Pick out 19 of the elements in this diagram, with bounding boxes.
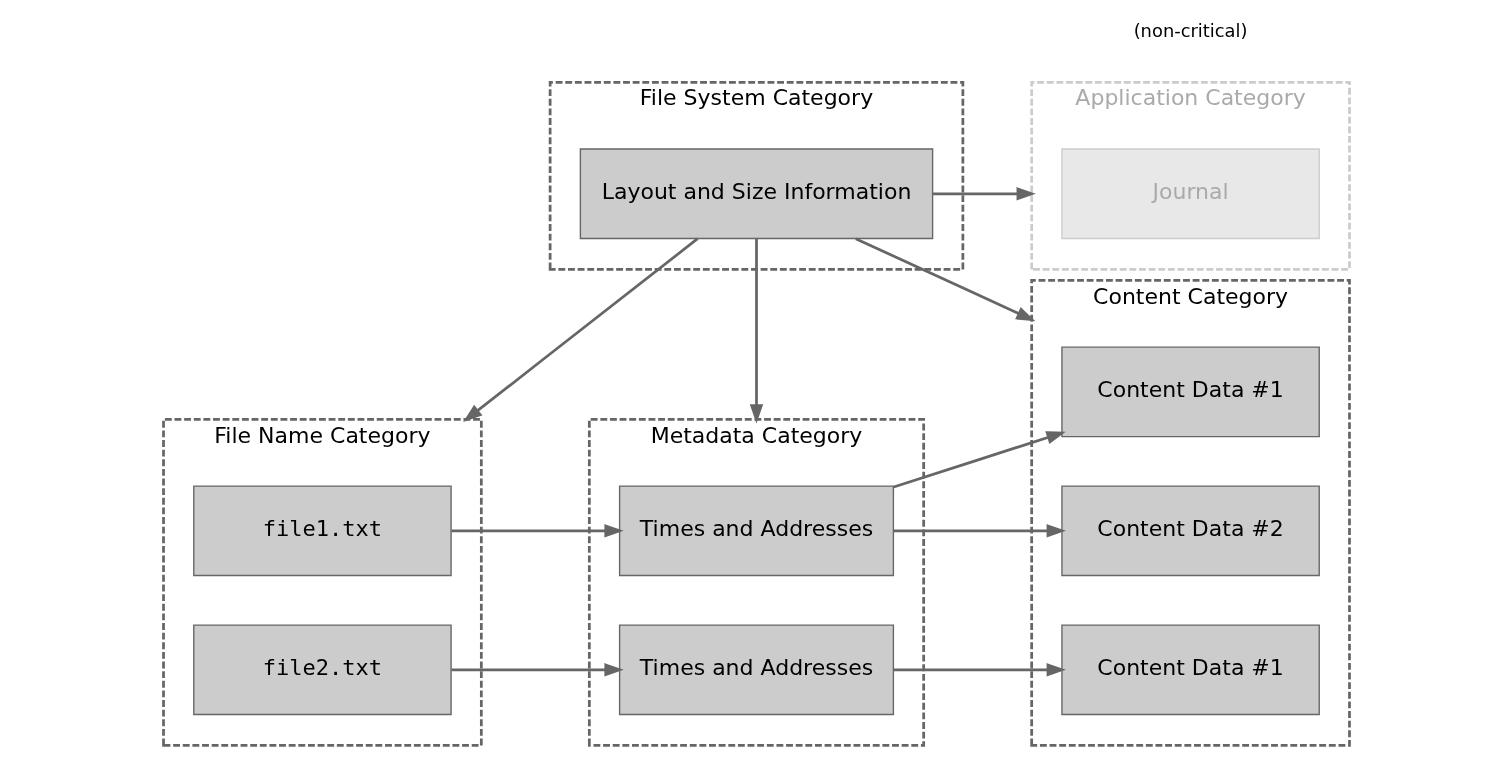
arrow: [749, 238, 763, 424]
arrow: [450, 524, 624, 538]
node-box: Content Data #1: [1060, 346, 1320, 438]
node-box: Journal: [1060, 148, 1320, 240]
arrow: [893, 524, 1066, 538]
arrow: [893, 663, 1066, 677]
node-box: Times and Addresses: [618, 485, 894, 577]
node-box: file1.txt: [192, 485, 452, 577]
node-box: Content Data #2: [1060, 485, 1320, 577]
node-box: Times and Addresses: [618, 624, 894, 716]
node-label: (non-critical): [1133, 20, 1248, 42]
arrow: [892, 431, 1066, 489]
arrow: [450, 663, 624, 677]
arrow: [462, 237, 698, 422]
node-box: file2.txt: [192, 624, 452, 716]
arrow: [854, 237, 1035, 322]
arrow: [932, 187, 1036, 201]
node-box: Content Data #1: [1060, 624, 1320, 716]
node-box: Layout and Size Information: [579, 148, 933, 240]
